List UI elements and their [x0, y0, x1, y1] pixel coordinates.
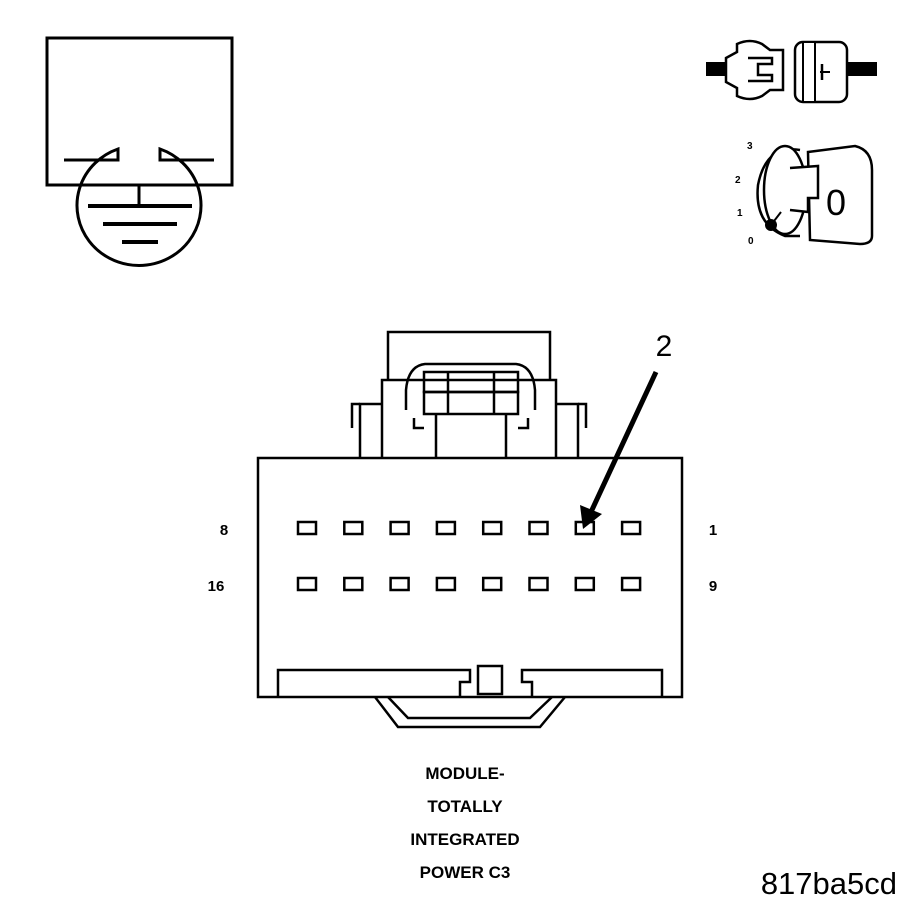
- cavity-12: [481, 576, 503, 592]
- pin-label-row1-right: 1: [709, 522, 717, 539]
- cavity-7: [343, 520, 364, 536]
- figure-id: 817ba5cd: [760, 866, 897, 901]
- connector-c3: [256, 330, 684, 729]
- caption-line: INTEGRATED: [410, 830, 520, 849]
- cavity-16: [296, 576, 318, 592]
- cavity-6: [389, 520, 410, 536]
- cavity-10: [574, 576, 596, 592]
- ohmmeter-icon: [45, 36, 234, 267]
- ignition-position-1: 1: [737, 208, 743, 219]
- connector-caption: MODULE- TOTALLY INTEGRATED POWER C3: [365, 757, 565, 889]
- ignition-position-0: 0: [748, 236, 754, 247]
- caption-line: TOTALLY: [427, 797, 503, 816]
- ground-icon: [88, 185, 192, 244]
- cavity-5: [435, 520, 457, 536]
- cavity-3: [528, 520, 549, 536]
- connector-disconnect-icon: [706, 39, 877, 104]
- cavity-8: [296, 520, 318, 536]
- ignition-key-icon: 3 2 1 0 0: [735, 141, 874, 247]
- callout-arrow: [580, 370, 659, 529]
- ignition-position-2: 2: [735, 175, 741, 186]
- cavity-9: [620, 576, 642, 592]
- pin-label-row1-left: 8: [220, 522, 228, 539]
- cavity-11: [528, 576, 549, 592]
- caption-line: MODULE-: [425, 764, 505, 783]
- cavity-4: [481, 520, 503, 536]
- cavity-14: [389, 576, 410, 592]
- pin-label-row2-right: 9: [709, 578, 717, 595]
- caption-line: POWER C3: [419, 863, 511, 882]
- cavity-1: [620, 520, 642, 536]
- cavity-layer: [296, 520, 642, 592]
- pin-label-row2-left: 16: [208, 578, 225, 595]
- callout-number: 2: [656, 330, 673, 363]
- ignition-key-label: 0: [826, 182, 846, 223]
- cavity-15: [343, 576, 364, 592]
- ignition-position-3: 3: [747, 141, 753, 152]
- cavity-13: [435, 576, 457, 592]
